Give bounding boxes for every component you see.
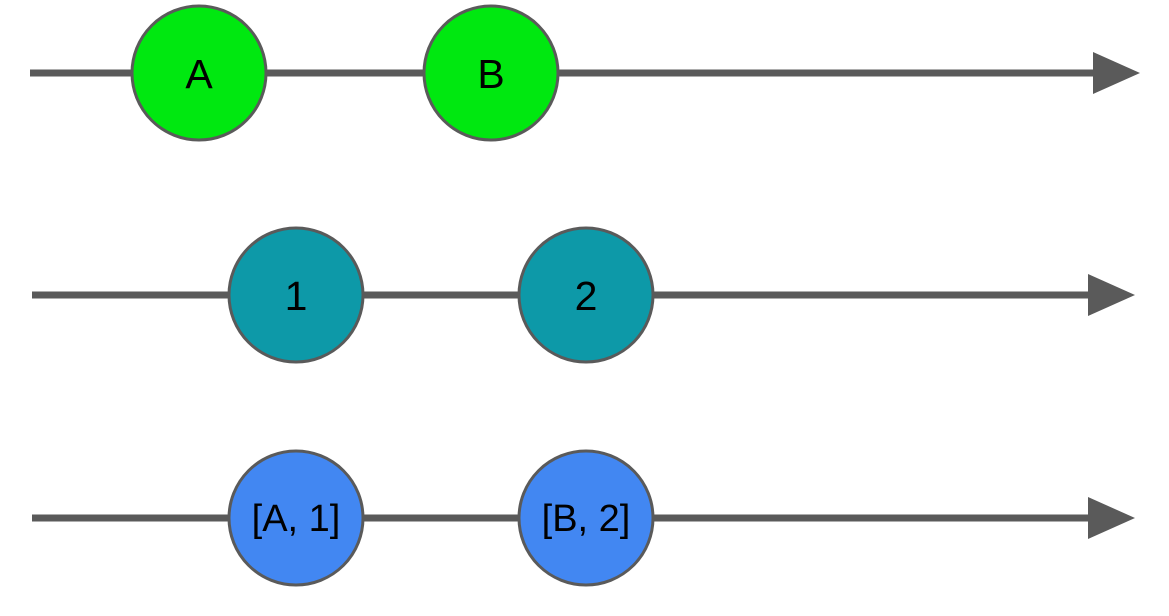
timeline-arrowhead-icon xyxy=(1093,52,1140,94)
marble-circle[interactable] xyxy=(517,226,655,364)
timeline-arrowhead-icon xyxy=(1088,497,1135,539)
marble-2[interactable]: 2 xyxy=(517,226,655,364)
marble-circle[interactable] xyxy=(422,4,560,142)
marble-label: A xyxy=(185,51,213,97)
marble-1[interactable]: 1 xyxy=(227,226,365,364)
marble-label: B xyxy=(477,51,504,97)
marble-circle[interactable] xyxy=(517,449,655,587)
marble-circle[interactable] xyxy=(227,226,365,364)
marble-label: 1 xyxy=(285,273,308,319)
marble-circle[interactable] xyxy=(227,449,365,587)
marble-b2[interactable]: [B, 2] xyxy=(517,449,655,587)
marble-label: [B, 2] xyxy=(542,498,631,540)
stream-result-stream-pairs: [A, 1] [B, 2] xyxy=(32,449,1135,587)
marble-label: 2 xyxy=(575,273,598,319)
marble-b[interactable]: B xyxy=(422,4,560,142)
marble-label: [A, 1] xyxy=(252,498,341,540)
marble-a[interactable]: A xyxy=(130,4,268,142)
marble-a1[interactable]: [A, 1] xyxy=(227,449,365,587)
marble-circle[interactable] xyxy=(130,4,268,142)
timeline-arrowhead-icon xyxy=(1088,274,1135,316)
